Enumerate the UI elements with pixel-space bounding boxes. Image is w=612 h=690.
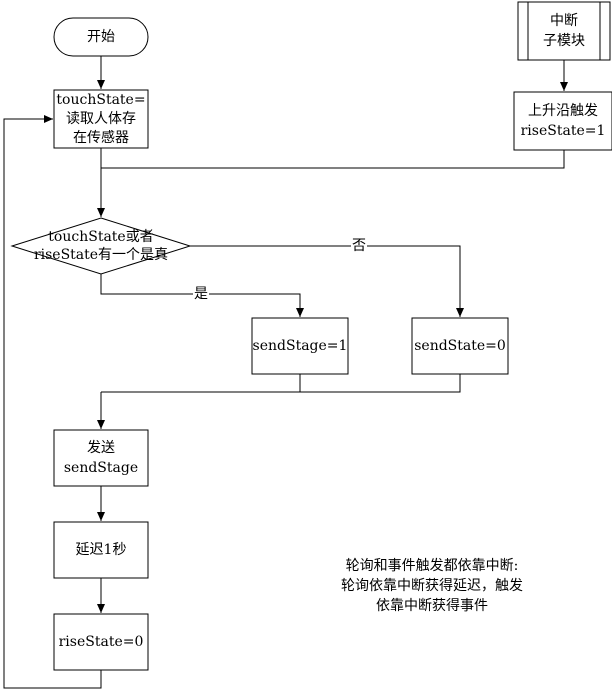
annotation-note: 轮询和事件触发都依靠中断: 轮询依靠中断获得延迟，触发 依靠中断获得事件 (341, 558, 523, 614)
edge-rising-to-merge (101, 150, 565, 169)
reset-box-shape (53, 613, 149, 671)
edge-decision-no (190, 245, 464, 317)
no-edge-label: 否 (351, 238, 367, 254)
send-state-0-box-shape (411, 317, 509, 375)
interrupt-subprocess-shape (517, 1, 611, 61)
read-sensor-box-shape (53, 89, 149, 149)
edge-send0-to-merge (300, 374, 461, 393)
edge-send1-to-merge (101, 374, 301, 393)
delay-box-shape (53, 521, 149, 579)
send-box-shape (53, 429, 149, 487)
edge-loop-back (3, 115, 102, 689)
rising-edge-box-shape (513, 91, 612, 151)
start-terminal-shape (53, 17, 149, 57)
decision-diamond-shape (10, 217, 192, 275)
yes-edge-label: 是 (193, 286, 209, 302)
send-stage-1-box-shape (251, 317, 349, 375)
